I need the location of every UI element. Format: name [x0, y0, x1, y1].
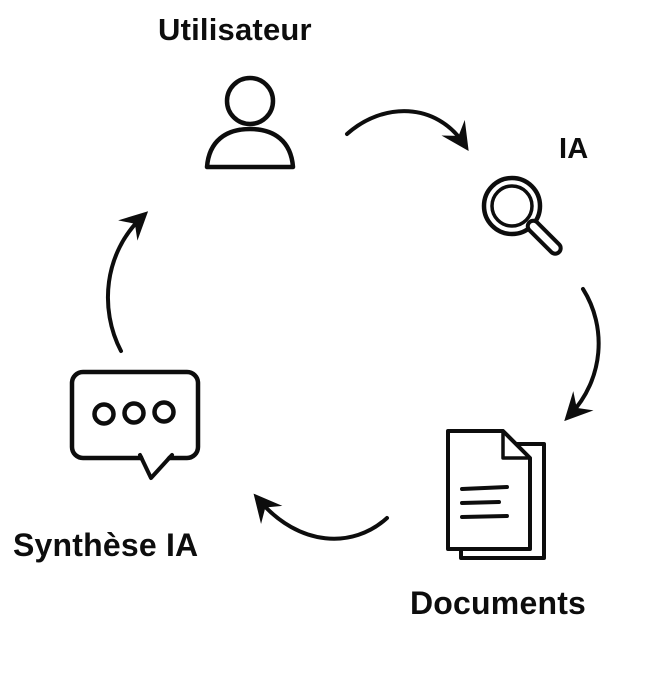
node-label-utilisateur: Utilisateur — [158, 12, 312, 47]
magnifier-lens-inner — [490, 184, 534, 228]
person-shoulders — [204, 126, 296, 170]
document-text-lines — [460, 485, 509, 519]
document-front-page — [446, 429, 532, 551]
speech-bubble-dots — [92, 400, 176, 426]
magnifier-handle — [525, 218, 563, 256]
person-head — [224, 75, 276, 127]
cycle-arrows — [105, 109, 601, 541]
arrow-utilisateur-to-ia — [345, 109, 469, 151]
node-label-ia: IA — [559, 133, 589, 165]
documents-icon — [446, 429, 546, 560]
document-folded-corner — [501, 429, 532, 460]
magnifier-icon — [481, 175, 563, 256]
magnifier-lens-outer — [481, 175, 543, 237]
speech-bubble-tail — [138, 453, 174, 480]
speech-bubble-body — [69, 369, 201, 461]
speech-bubble-icon — [69, 369, 201, 480]
node-label-documents: Documents — [410, 585, 587, 621]
node-label-synthese-ia: Synthèse IA — [13, 527, 199, 563]
arrow-ia-to-documents — [564, 287, 601, 422]
arrow-synthese-to-utilisateur — [105, 211, 149, 353]
arrow-documents-to-synthese — [253, 493, 389, 541]
person-icon — [204, 75, 296, 170]
